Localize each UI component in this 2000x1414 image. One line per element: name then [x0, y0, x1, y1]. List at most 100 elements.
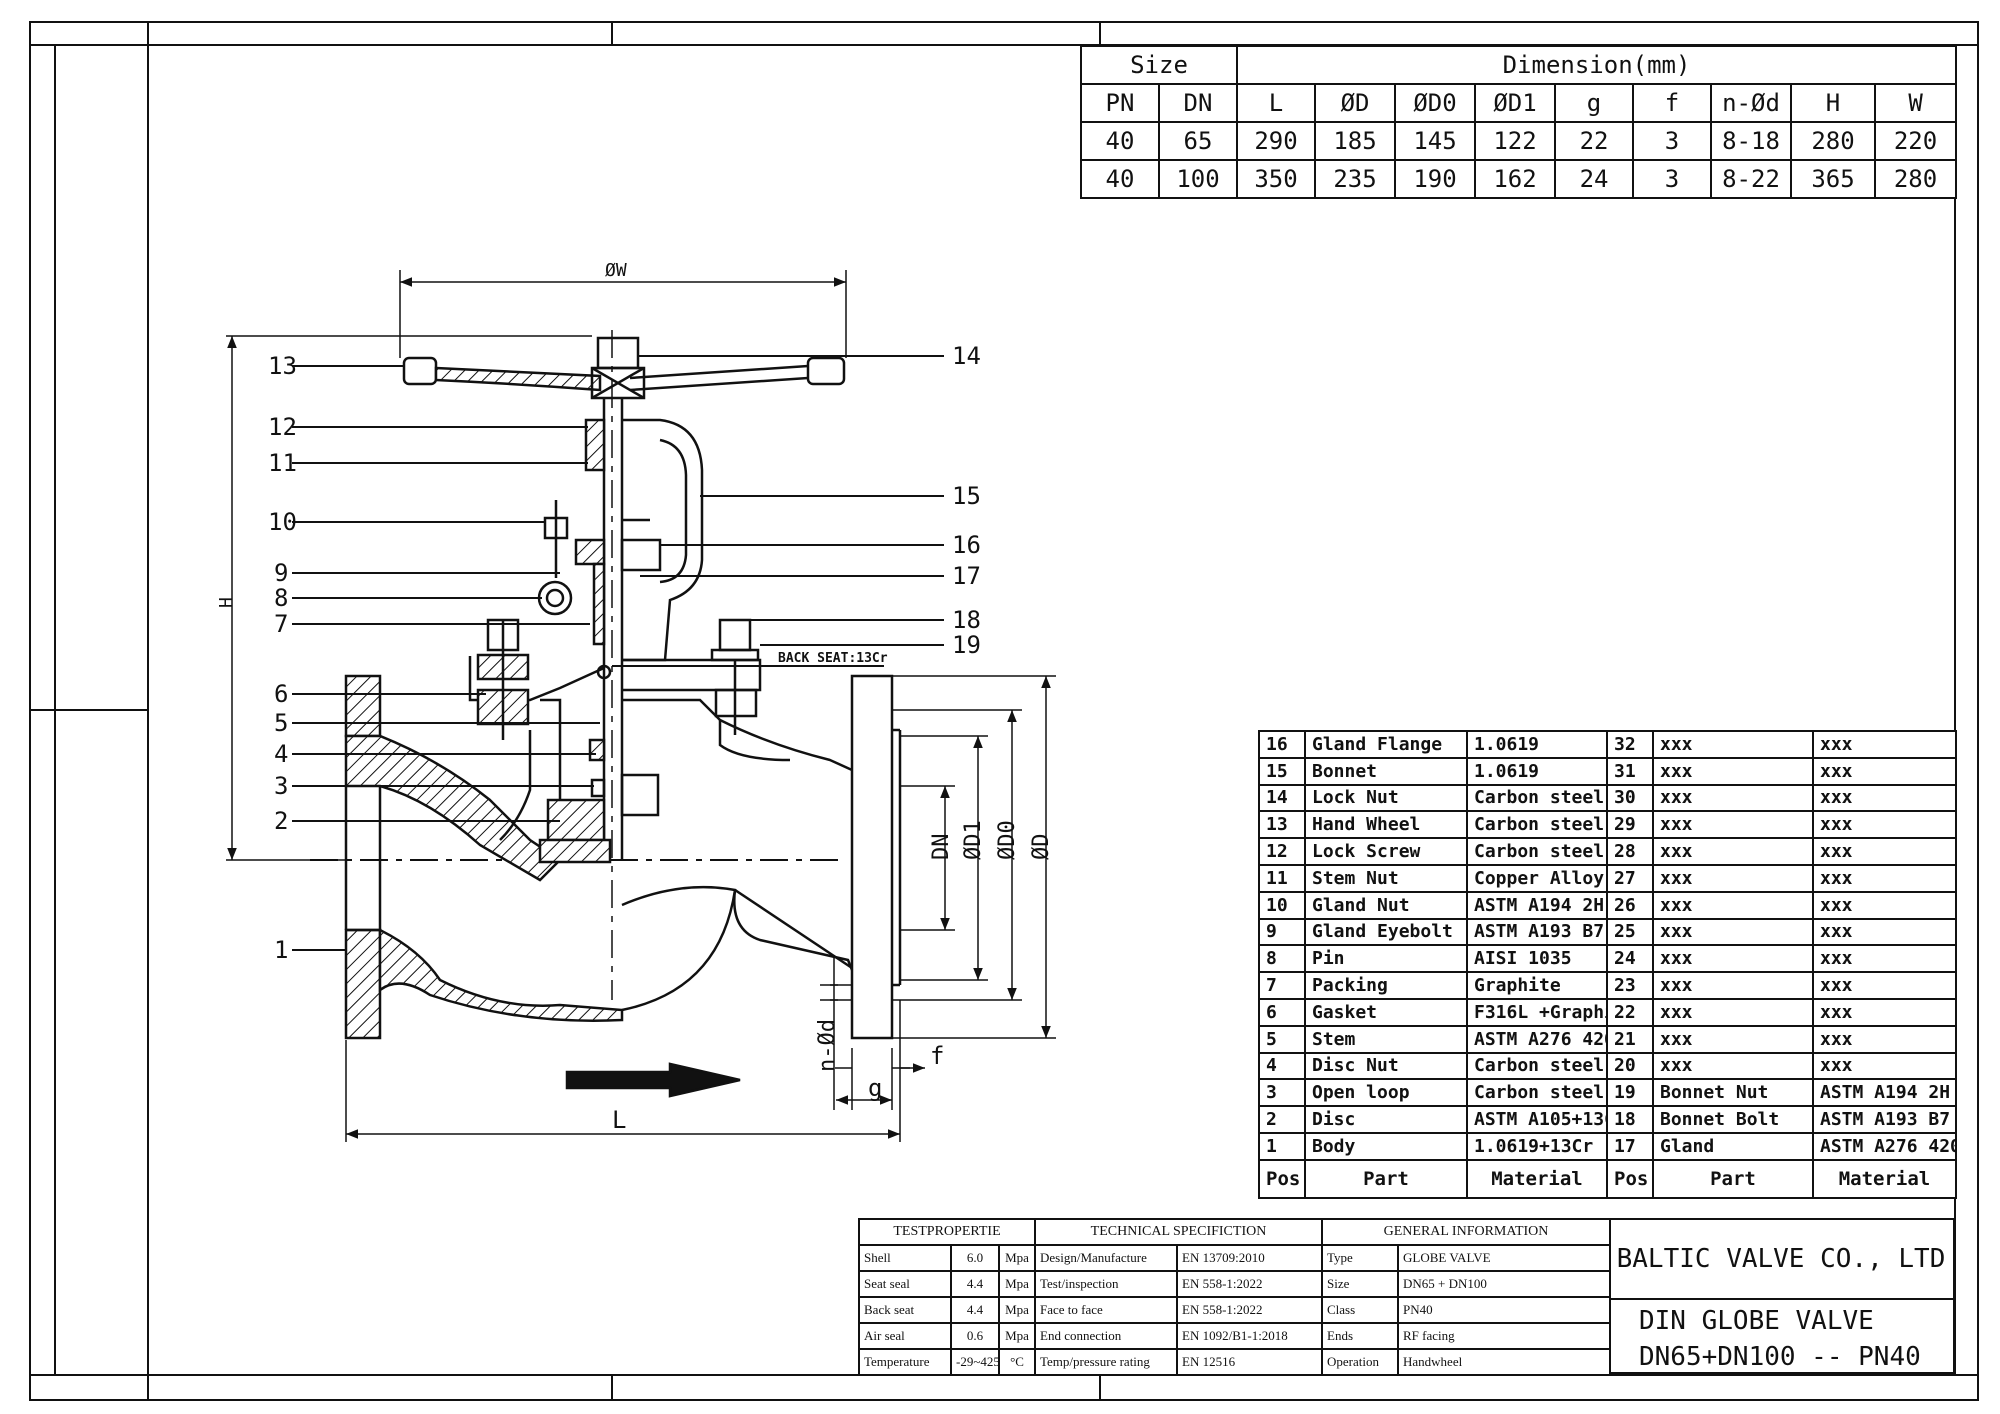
balloon-numbers: 13 12 11 10 9 8 7 6 5 4 3 2 1 14 15 16 1… — [268, 342, 981, 964]
pos-cell: 30 — [1606, 783, 1654, 813]
material-cell: xxx — [1812, 756, 1957, 786]
pos-cell: 28 — [1606, 837, 1654, 866]
table-cell: 290 — [1236, 121, 1317, 161]
balloon-13: 13 — [268, 352, 297, 380]
pos-cell: 22 — [1606, 997, 1654, 1027]
col-header-part: Part — [1652, 1158, 1814, 1199]
general-information-header: GENERAL INFORMATION — [1320, 1218, 1612, 1246]
part-cell: xxx — [1652, 837, 1814, 866]
pos-cell: 20 — [1606, 1051, 1654, 1081]
part-cell: Gland Eyebolt — [1304, 917, 1468, 947]
size-dimension-table: Size Dimension(mm) PN DN L ØD ØD0 ØD1 g … — [1079, 45, 1958, 199]
col-header: PN — [1080, 83, 1160, 123]
material-cell: xxx — [1812, 1024, 1957, 1054]
spec-value-cell: 4.4 — [950, 1270, 1000, 1298]
dim-w-label: ØW — [605, 260, 627, 281]
pos-cell: 9 — [1258, 917, 1306, 947]
spec-std-cell: EN 1092/B1-1:2018 — [1176, 1322, 1323, 1350]
bonnet-flange — [468, 618, 762, 740]
material-cell: Carbon steel — [1466, 1051, 1608, 1081]
spec-spec-cell: End connection — [1034, 1322, 1178, 1350]
pos-cell: 26 — [1606, 890, 1654, 920]
material-cell: xxx — [1812, 730, 1957, 759]
table-cell: 3 — [1632, 121, 1713, 161]
part-cell: Hand Wheel — [1304, 810, 1468, 840]
dim-h-label: H — [216, 597, 237, 608]
dimension-labels: ØW H L DN ØD1 ØD0 ØD n-Ød f g BACK SEAT:… — [216, 260, 1054, 1134]
table-cell: 40 — [1080, 121, 1160, 161]
spec-unit-cell: Mpa — [998, 1296, 1036, 1324]
col-header-material: Material — [1812, 1158, 1957, 1199]
spec-spec-cell: Test/inspection — [1034, 1270, 1178, 1298]
spec-unit-cell: Mpa — [998, 1244, 1036, 1272]
pos-cell: 11 — [1258, 863, 1306, 893]
col-header-pos: Pos. — [1606, 1158, 1654, 1199]
material-cell: Copper Alloy — [1466, 863, 1608, 893]
table-cell: 65 — [1157, 121, 1239, 161]
balloon-18: 18 — [952, 606, 981, 634]
part-cell: Stem — [1304, 1024, 1468, 1054]
spec-unit-cell: Mpa — [998, 1270, 1036, 1298]
technical-spec-table: TESTPROPERTIE TECHNICAL SPECIFICTION GEN… — [858, 1218, 1612, 1376]
spec-test-cell: Temperature — [858, 1348, 952, 1376]
table-cell: 40 — [1080, 159, 1160, 199]
pos-cell: 32 — [1606, 730, 1654, 759]
spec-value-cell: 6.0 — [950, 1244, 1000, 1272]
balloon-15: 15 — [952, 482, 981, 510]
dim-d-label: ØD — [1029, 834, 1054, 861]
table-cell: 190 — [1394, 159, 1477, 199]
spec-key-cell: Ends — [1321, 1322, 1399, 1350]
col-header: g — [1554, 83, 1635, 123]
dimension-header: Dimension(mm) — [1236, 45, 1958, 85]
flow-arrow — [565, 1062, 741, 1098]
table-cell: 122 — [1474, 121, 1557, 161]
pos-cell: 5 — [1258, 1024, 1306, 1054]
material-cell: xxx — [1812, 863, 1957, 893]
pos-cell: 16 — [1258, 730, 1306, 759]
table-cell: 185 — [1314, 121, 1397, 161]
table-cell: 8-22 — [1710, 159, 1793, 199]
material-cell: ASTM A193 B7 — [1466, 917, 1608, 947]
col-header: W — [1874, 83, 1958, 123]
part-cell: xxx — [1652, 890, 1814, 920]
spec-test-cell: Seat seal — [858, 1270, 952, 1298]
size-header: Size — [1079, 45, 1239, 85]
pos-cell: 17 — [1606, 1131, 1654, 1161]
pos-cell: 13 — [1258, 810, 1306, 840]
col-header: ØD0 — [1394, 83, 1477, 123]
material-cell: Carbon steel — [1466, 783, 1608, 813]
spec-test-cell: Shell — [858, 1244, 952, 1272]
material-cell: Carbon steel — [1466, 810, 1608, 840]
dim-d0-label: ØD0 — [995, 820, 1020, 860]
spec-key-cell: Class — [1321, 1296, 1399, 1324]
spec-table-header: TESTPROPERTIE TECHNICAL SPECIFICTION GEN… — [858, 1218, 1612, 1246]
material-cell: xxx — [1812, 997, 1957, 1027]
table-row: 40 65 290 185 145 122 22 3 8-18 280 220 — [1080, 121, 1958, 161]
pos-cell: 4 — [1258, 1051, 1306, 1081]
dim-nd-label: n-Ød — [815, 1019, 840, 1072]
spec-info-cell: PN40 — [1396, 1296, 1612, 1324]
balloon-4: 4 — [274, 740, 288, 768]
spec-info-cell: Handwheel — [1396, 1348, 1612, 1376]
stem — [602, 398, 624, 860]
drawing-subtitle: DN65+DN100 -- PN40 — [1639, 1342, 1921, 1372]
part-cell: xxx — [1652, 863, 1814, 893]
pos-cell: 1 — [1258, 1131, 1306, 1161]
material-cell: xxx — [1812, 890, 1957, 920]
balloon-17: 17 — [952, 562, 981, 590]
valve-drawing — [226, 270, 1056, 1142]
col-header-pos: Pos. — [1258, 1158, 1306, 1199]
part-cell: xxx — [1652, 756, 1814, 786]
material-cell: ASTM A194 2H — [1812, 1078, 1957, 1108]
technical-specification-header: TECHNICAL SPECIFICTION — [1034, 1218, 1323, 1246]
pos-cell: 19 — [1606, 1078, 1654, 1108]
